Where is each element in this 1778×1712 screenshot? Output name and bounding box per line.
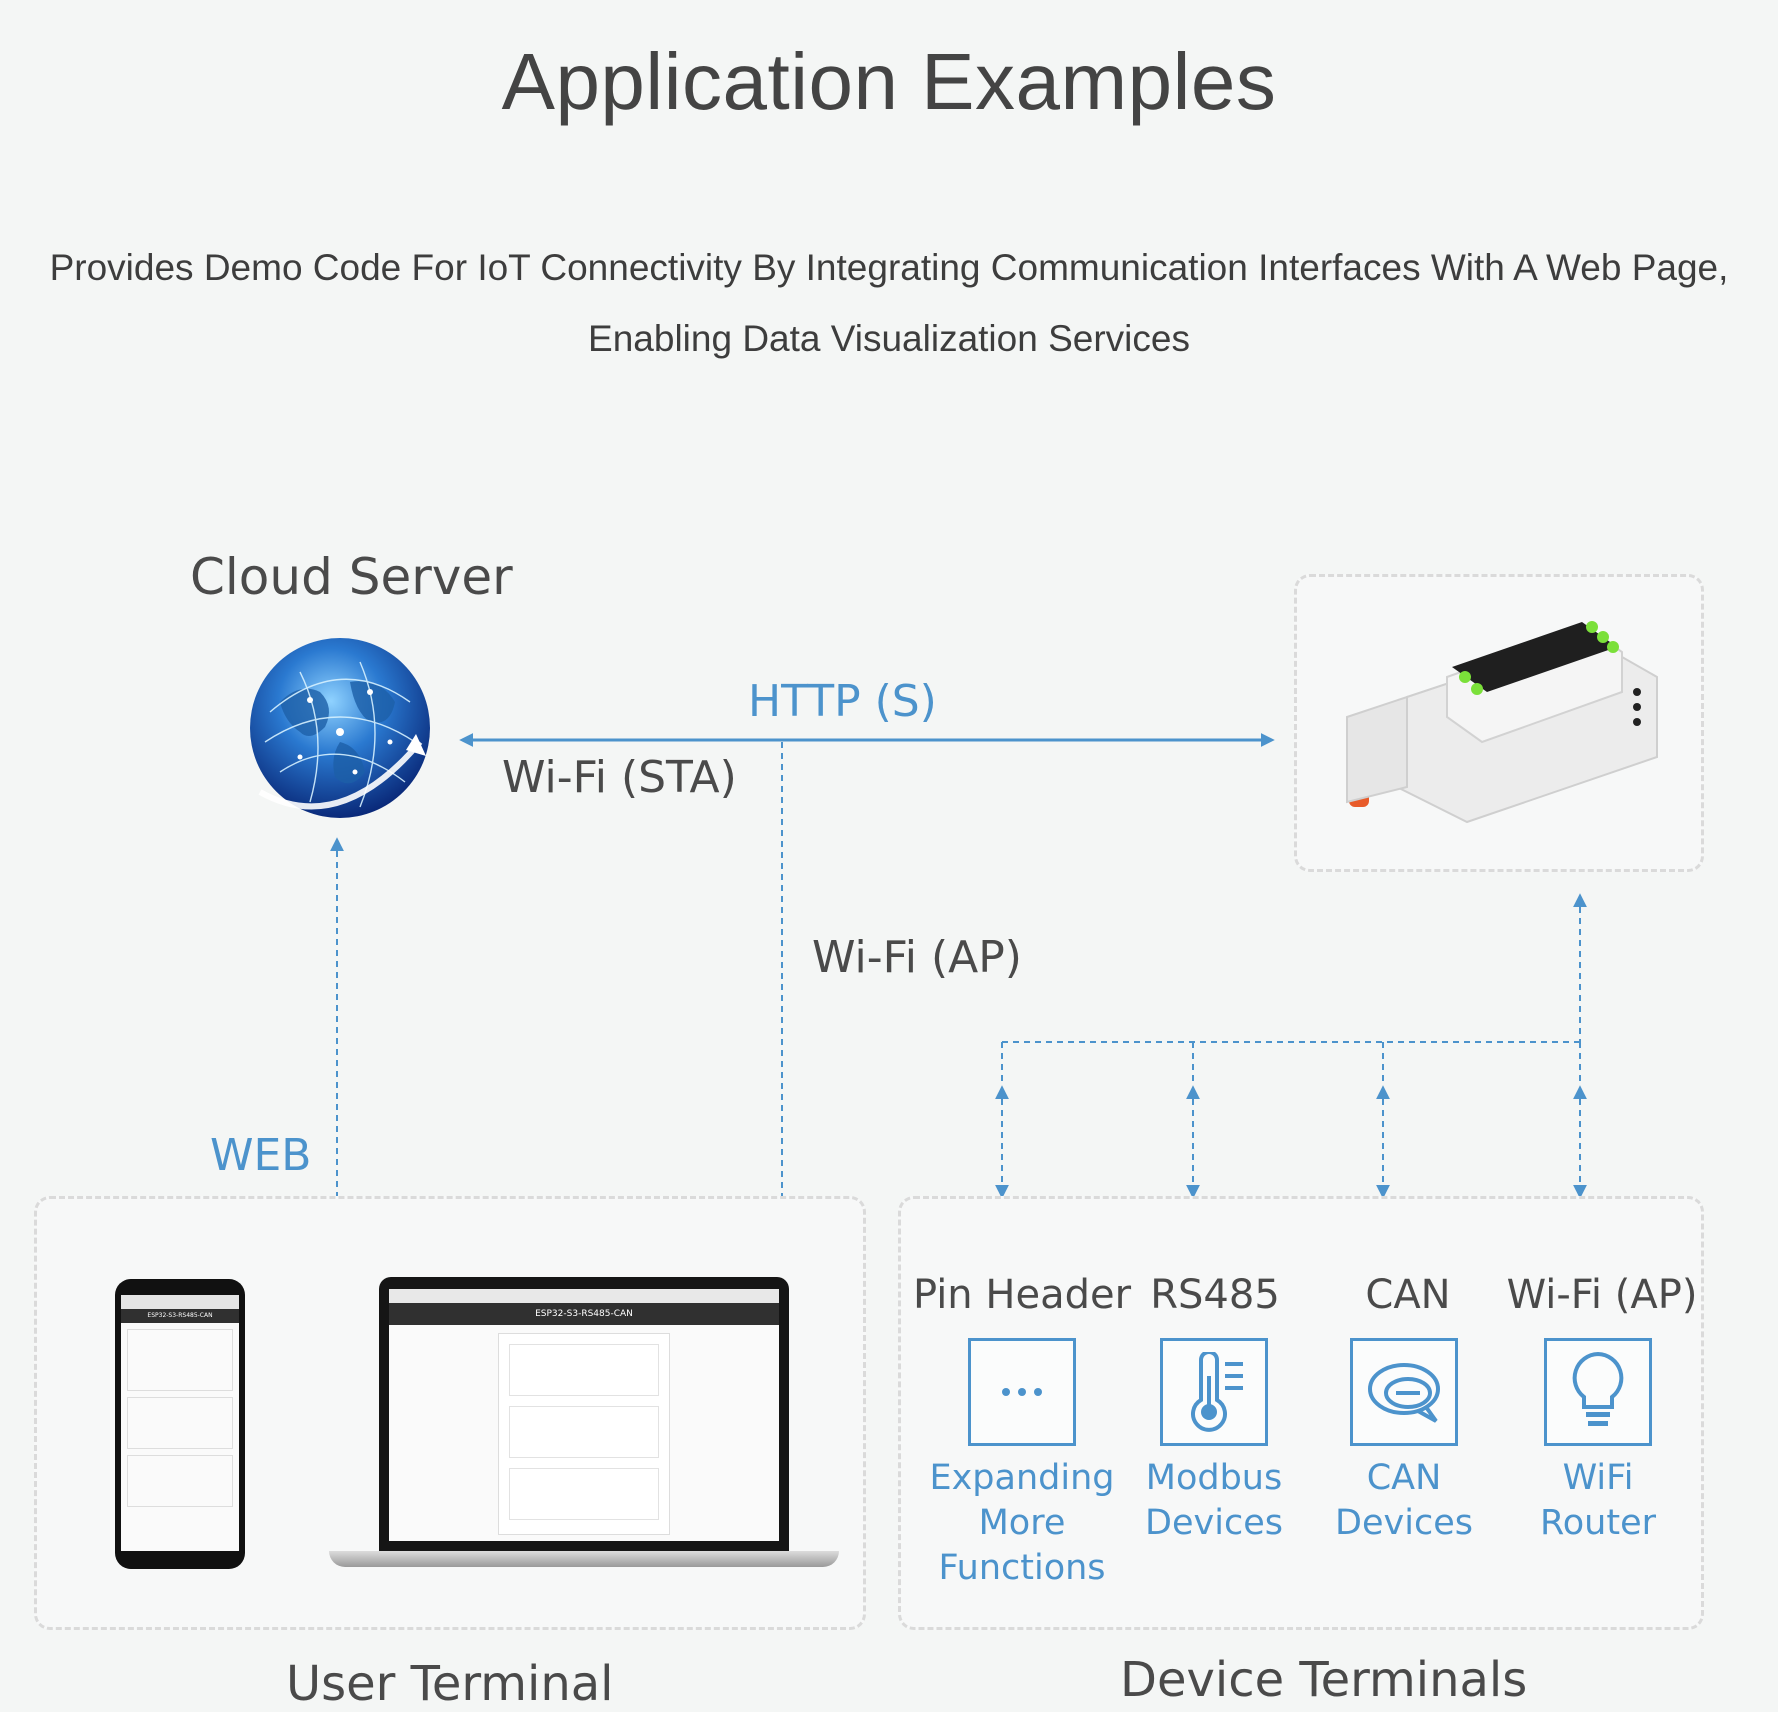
iface-caption-rs485: Modbus Devices xyxy=(1084,1456,1344,1546)
iface-title-pin-header: Pin Header xyxy=(912,1272,1132,1318)
page-subtitle: Provides Demo Code For IoT Connectivity … xyxy=(49,247,1729,359)
rs485-can-module-image xyxy=(1337,597,1677,847)
iface-caption-pin-header: Expanding More Functions xyxy=(892,1456,1152,1591)
user-terminal-label: User Terminal xyxy=(286,1656,614,1712)
device-box xyxy=(1294,574,1704,872)
iface-caption-can-line-2: Devices xyxy=(1335,1503,1473,1543)
web-label: WEB xyxy=(210,1130,312,1181)
laptop-image: ESP32-S3-RS485-CAN xyxy=(379,1277,789,1551)
phone-screen-title: ESP32-S3-RS485-CAN xyxy=(121,1309,239,1323)
phone-image: ESP32-S3-RS485-CAN xyxy=(115,1279,245,1569)
globe-icon xyxy=(240,632,440,824)
laptop-screen: ESP32-S3-RS485-CAN xyxy=(389,1289,779,1541)
iface-caption-wifi-ap-line-1: WiFi xyxy=(1562,1458,1634,1498)
laptop-screen-title: ESP32-S3-RS485-CAN xyxy=(389,1303,779,1325)
iface-caption-can: CAN Devices xyxy=(1274,1456,1534,1546)
iface-caption-pin-header-line-1: Expanding xyxy=(929,1458,1115,1498)
iface-title-can: CAN xyxy=(1365,1272,1451,1318)
iface-caption-rs485-line-1: Modbus xyxy=(1145,1458,1283,1498)
dots-icon xyxy=(968,1338,1076,1446)
wifi-sta-label: Wi-Fi (STA) xyxy=(502,752,737,803)
chat-bubble-icon xyxy=(1350,1338,1458,1446)
iface-caption-pin-header-line-2: More Functions xyxy=(938,1503,1106,1588)
iface-caption-rs485-line-2: Devices xyxy=(1145,1503,1283,1543)
iface-caption-can-line-1: CAN xyxy=(1366,1458,1442,1498)
http-label: HTTP (S) xyxy=(748,676,937,727)
device-terminals-label: Device Terminals xyxy=(1120,1652,1528,1708)
thermometer-icon xyxy=(1160,1338,1268,1446)
iface-caption-wifi-ap: WiFi Router xyxy=(1468,1456,1728,1546)
cloud-server-label: Cloud Server xyxy=(190,548,513,606)
page-title: Application Examples xyxy=(501,37,1277,126)
phone-screen: ESP32-S3-RS485-CAN xyxy=(121,1295,239,1551)
laptop-base xyxy=(329,1551,839,1567)
user-terminal-box: ESP32-S3-RS485-CAN ESP32-S3-RS485-CAN xyxy=(34,1196,866,1630)
wifi-ap-label: Wi-Fi (AP) xyxy=(812,932,1022,983)
iface-title-wifi-ap: Wi-Fi (AP) xyxy=(1506,1272,1698,1318)
lightbulb-icon xyxy=(1544,1338,1652,1446)
iface-caption-wifi-ap-line-2: Router xyxy=(1540,1503,1656,1543)
iface-title-rs485: RS485 xyxy=(1150,1272,1280,1318)
